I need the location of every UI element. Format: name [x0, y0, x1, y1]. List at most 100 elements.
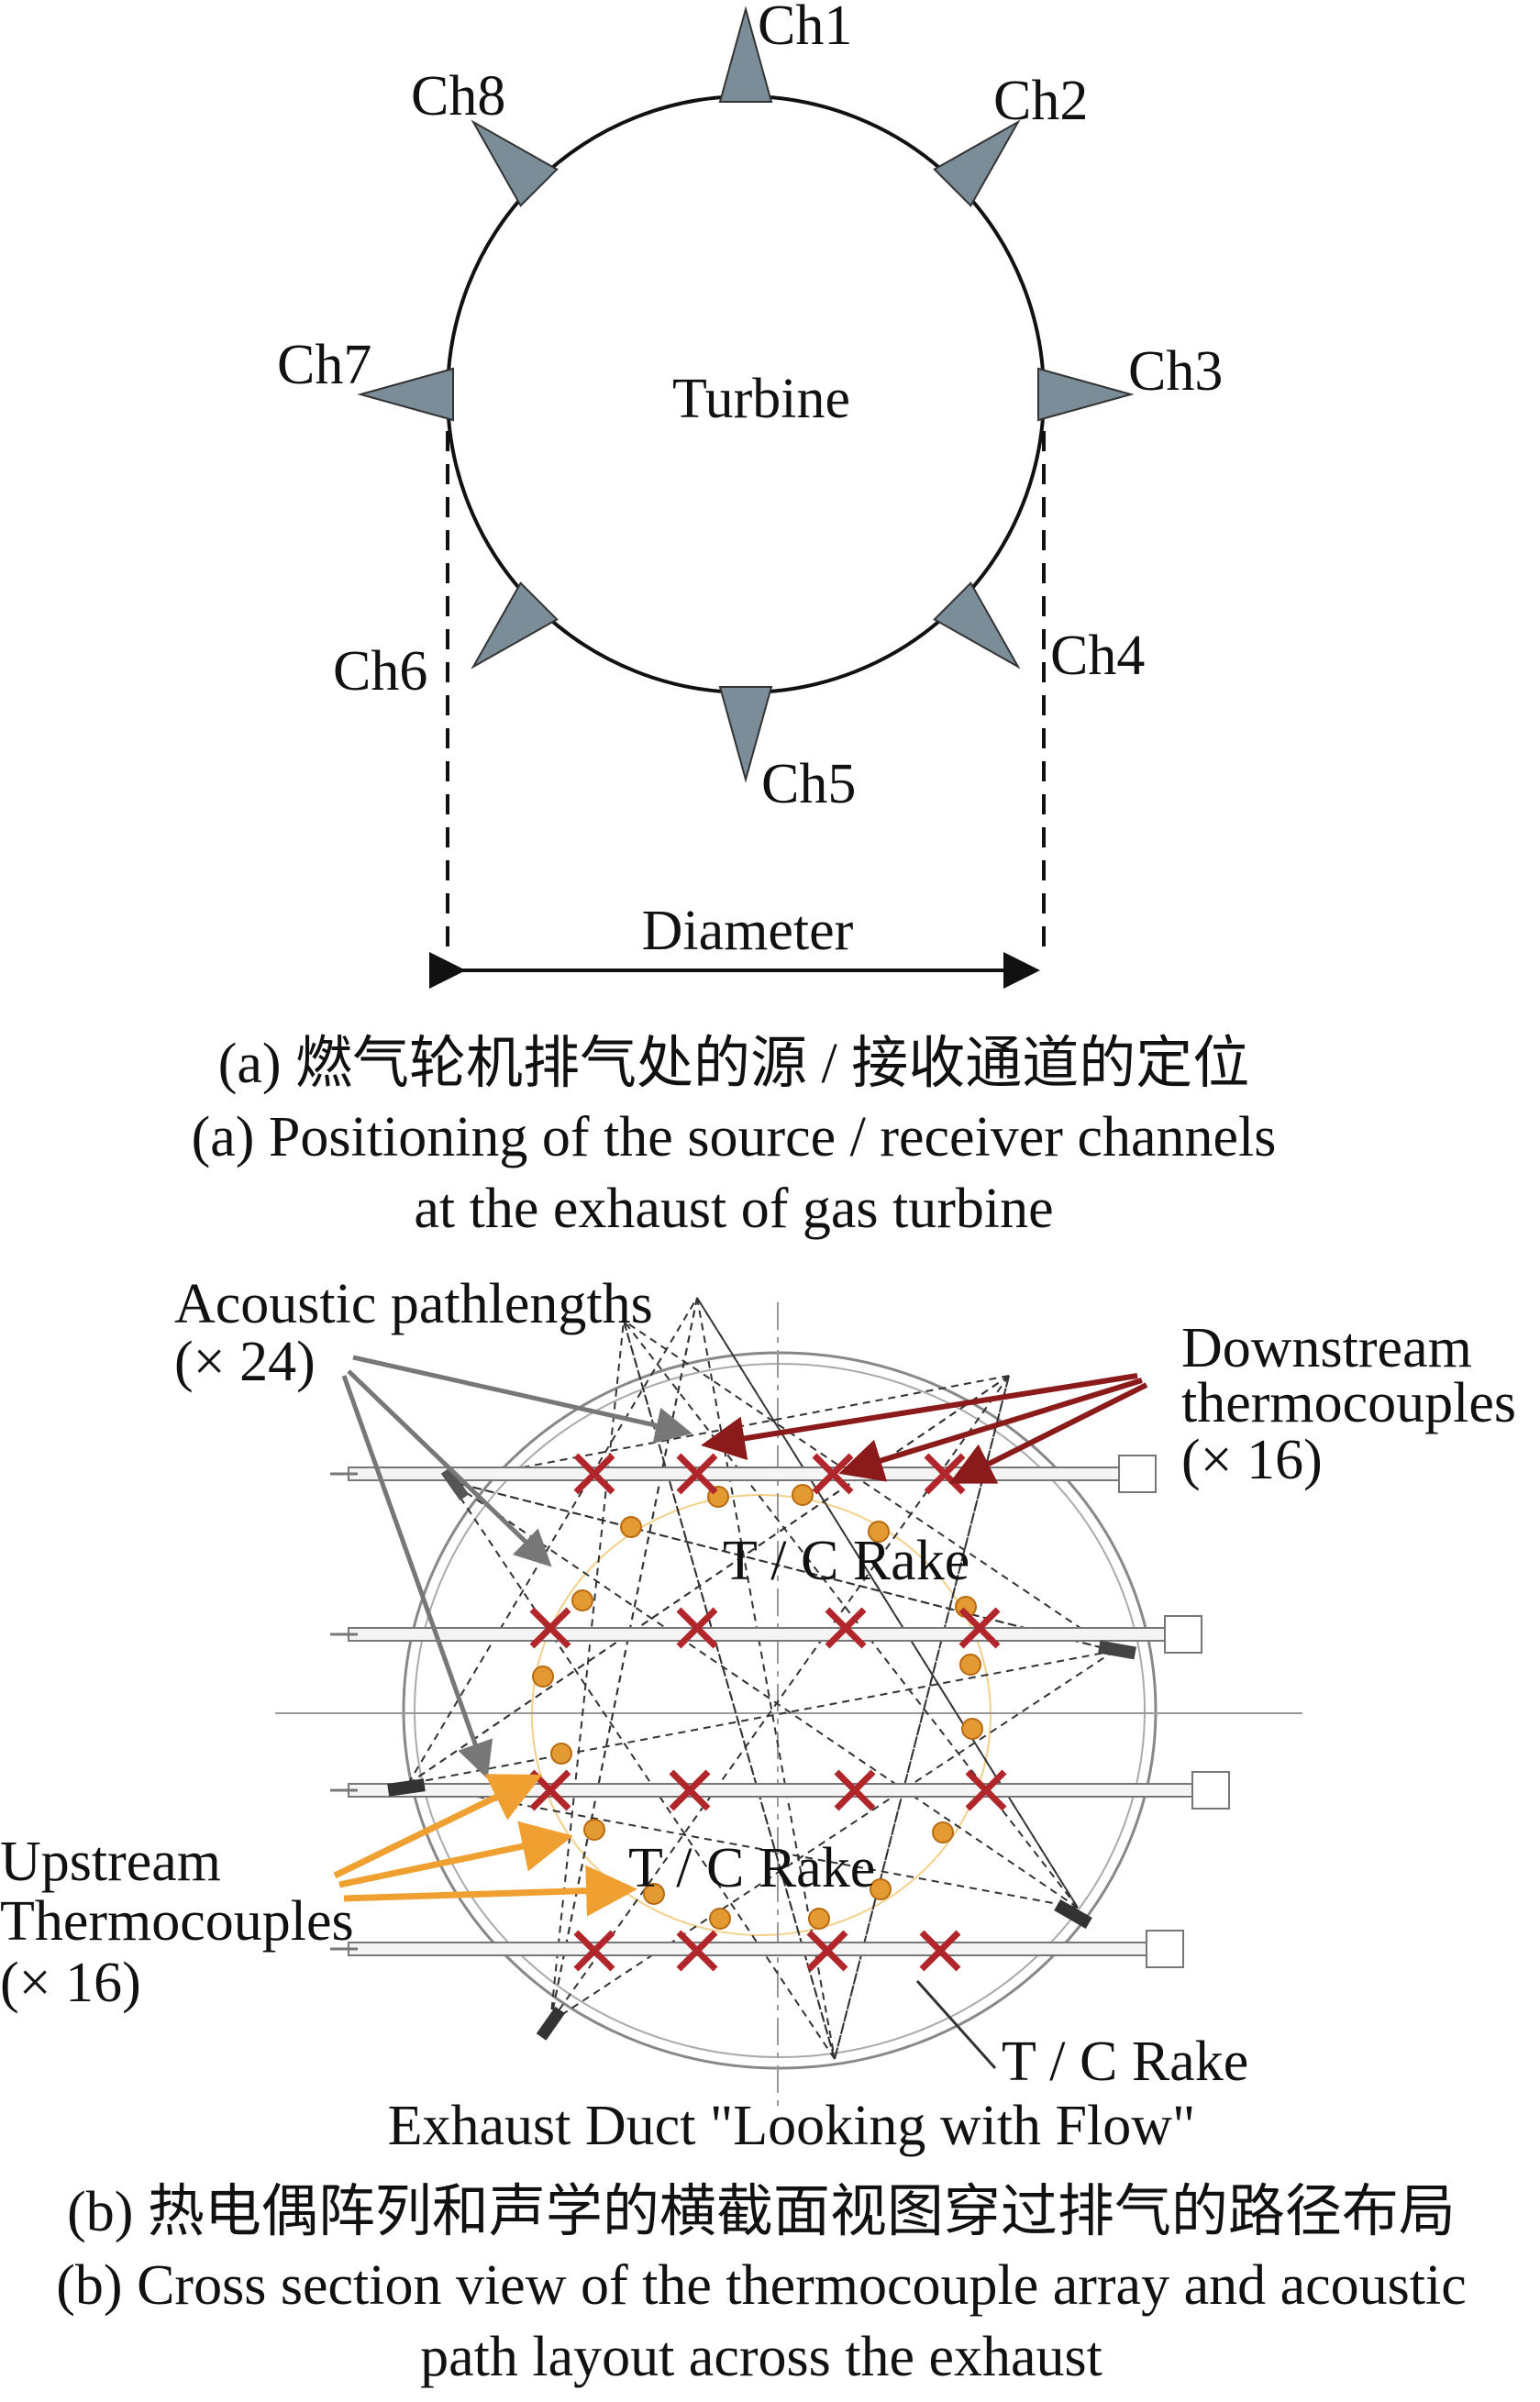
upstream-thermocouple	[620, 1516, 642, 1538]
downstream-thermocouple	[573, 1453, 615, 1495]
transducer-left	[387, 1778, 426, 1797]
channel-label-ch7: Ch7	[277, 334, 371, 396]
rake-label-middle: T / C Rake	[628, 1837, 875, 1899]
downstream-thermocouple	[919, 1930, 961, 1972]
upstream-thermocouple	[532, 1666, 554, 1688]
channel-label-ch5: Ch5	[761, 753, 856, 815]
acoustic-label-line2: (× 24)	[174, 1331, 316, 1393]
diameter-label: Diameter	[642, 900, 854, 962]
rake-end-box	[1118, 1455, 1157, 1493]
acoustic-path	[407, 1375, 1010, 1785]
acoustic-path	[449, 1480, 836, 2060]
thermocouple-ring-faint	[531, 1494, 992, 1936]
upstream-thermocouple	[932, 1821, 954, 1843]
rake-bar	[348, 1942, 1147, 1956]
acoustic-path	[696, 1297, 1079, 1909]
downstream-thermocouple	[825, 1607, 867, 1649]
acoustic-arrow-3	[341, 1375, 493, 1779]
downstream-thermocouple	[676, 1453, 718, 1495]
caption-b-english-line2: path layout across the exhaust	[420, 2326, 1102, 2388]
rake-end-box	[1146, 1930, 1184, 1968]
rake-label-lower: T / C Rake	[1002, 2031, 1248, 2093]
duct-label: Exhaust Duct "Looking with Flow"	[388, 2095, 1196, 2157]
upstream-thermocouple	[792, 1484, 814, 1506]
upstream-thermocouple	[583, 1819, 605, 1841]
turbine-label: Turbine	[672, 368, 850, 430]
acoustic-path	[407, 1297, 698, 1785]
upstream-thermocouple	[808, 1908, 830, 1930]
downstream-label-line3: (× 16)	[1181, 1429, 1323, 1491]
spike-ch6	[471, 581, 559, 670]
spike-ch7	[357, 367, 454, 422]
downstream-thermocouple	[965, 1769, 1007, 1811]
caption-b-chinese: (b) 热电偶阵列和声学的横截面视图穿过排气的路径布局	[67, 2181, 1456, 2243]
upstream-callout-arrows	[333, 1774, 637, 1917]
transducers	[387, 1467, 1136, 2041]
downstream-thermocouple	[834, 1769, 876, 1811]
acoustic-path	[449, 1480, 1115, 1652]
transducer-lower-right	[1054, 1898, 1092, 1930]
downstream-callout-arrows	[701, 1373, 1148, 1484]
duct-inner-ring	[414, 1363, 1146, 2058]
upstream-thermocouple	[868, 1521, 890, 1543]
spike-ch2	[933, 119, 1021, 207]
rake-bar	[348, 1783, 1193, 1798]
acoustic-arrow-2	[347, 1369, 552, 1567]
upstream-arrow-2	[338, 1821, 573, 1888]
rake-label-upper: T / C Rake	[723, 1530, 969, 1592]
downstream-thermocouple	[669, 1769, 711, 1811]
downstream-thermocouple-crosses	[529, 1453, 1007, 1972]
upstream-label-line3: (× 16)	[0, 1952, 141, 2014]
duct-outer-ring	[402, 1351, 1158, 2070]
acoustic-path	[449, 1480, 1079, 1909]
channel-label-ch6: Ch6	[333, 640, 427, 703]
acoustic-label-line1: Acoustic pathlengths	[174, 1273, 653, 1335]
acoustic-path	[549, 1320, 625, 2023]
spike-ch1	[718, 6, 773, 103]
rake-end-box	[1191, 1771, 1230, 1810]
downstream-thermocouple	[806, 1930, 848, 1972]
spike-ch3	[1037, 367, 1135, 422]
acoustic-path	[623, 1320, 1079, 1909]
transducer-bottom-left	[536, 2006, 566, 2041]
upstream-thermocouple	[643, 1883, 665, 1905]
rake-bar	[348, 1467, 1120, 1481]
upstream-thermocouple	[870, 1878, 892, 1900]
downstream-thermocouple	[958, 1607, 1001, 1649]
channel-spikes	[357, 6, 1135, 783]
channel-label-ch3: Ch3	[1128, 340, 1223, 403]
upstream-arrow-1	[333, 1774, 543, 1879]
downstream-arrow-3	[948, 1382, 1148, 1484]
acoustic-path	[696, 1297, 1079, 1909]
downstream-thermocouple	[676, 1930, 718, 1972]
upstream-arrow-3	[343, 1865, 637, 1917]
panel-a: Ch1 Ch2 Ch3 Ch4 Ch5 Ch6 Ch7 Ch8 Turbine …	[192, 0, 1277, 1240]
downstream-label-line1: Downstream	[1181, 1317, 1472, 1379]
channel-label-ch4: Ch4	[1050, 625, 1145, 687]
panel-b: Acoustic pathlengths (× 24) Downstream t…	[0, 1273, 1516, 2388]
acoustic-path	[449, 1480, 1115, 1652]
spike-ch8	[471, 119, 559, 207]
downstream-thermocouple	[573, 1930, 615, 1972]
downstream-label-line2: thermocouples	[1181, 1372, 1516, 1434]
caption-a-english-line2: at the exhaust of gas turbine	[414, 1178, 1053, 1240]
upstream-label-line1: Upstream	[0, 1831, 221, 1893]
acoustic-callout-arrows	[341, 1355, 692, 1779]
caption-b-english-line1: (b) Cross section view of the thermocoup…	[56, 2254, 1466, 2317]
upstream-thermocouple	[550, 1743, 572, 1765]
upstream-thermocouple	[959, 1654, 981, 1676]
downstream-thermocouple	[529, 1607, 571, 1649]
rake-end-box	[1164, 1615, 1202, 1654]
upstream-thermocouple	[571, 1589, 593, 1611]
upstream-thermocouple	[961, 1718, 983, 1740]
channel-label-ch8: Ch8	[411, 65, 505, 127]
channel-label-ch1: Ch1	[758, 0, 852, 57]
channel-label-ch2: Ch2	[993, 70, 1088, 132]
caption-a-chinese: (a) 燃气轮机排气处的源 / 接收通道的定位	[218, 1033, 1250, 1095]
caption-a-english-line1: (a) Positioning of the source / receiver…	[192, 1106, 1277, 1168]
upstream-label-line2: Thermocouples	[0, 1890, 354, 1953]
rake-leader-line	[915, 1979, 997, 2070]
transducer-upper-left	[440, 1467, 470, 1501]
downstream-arrow-1	[701, 1373, 1138, 1461]
